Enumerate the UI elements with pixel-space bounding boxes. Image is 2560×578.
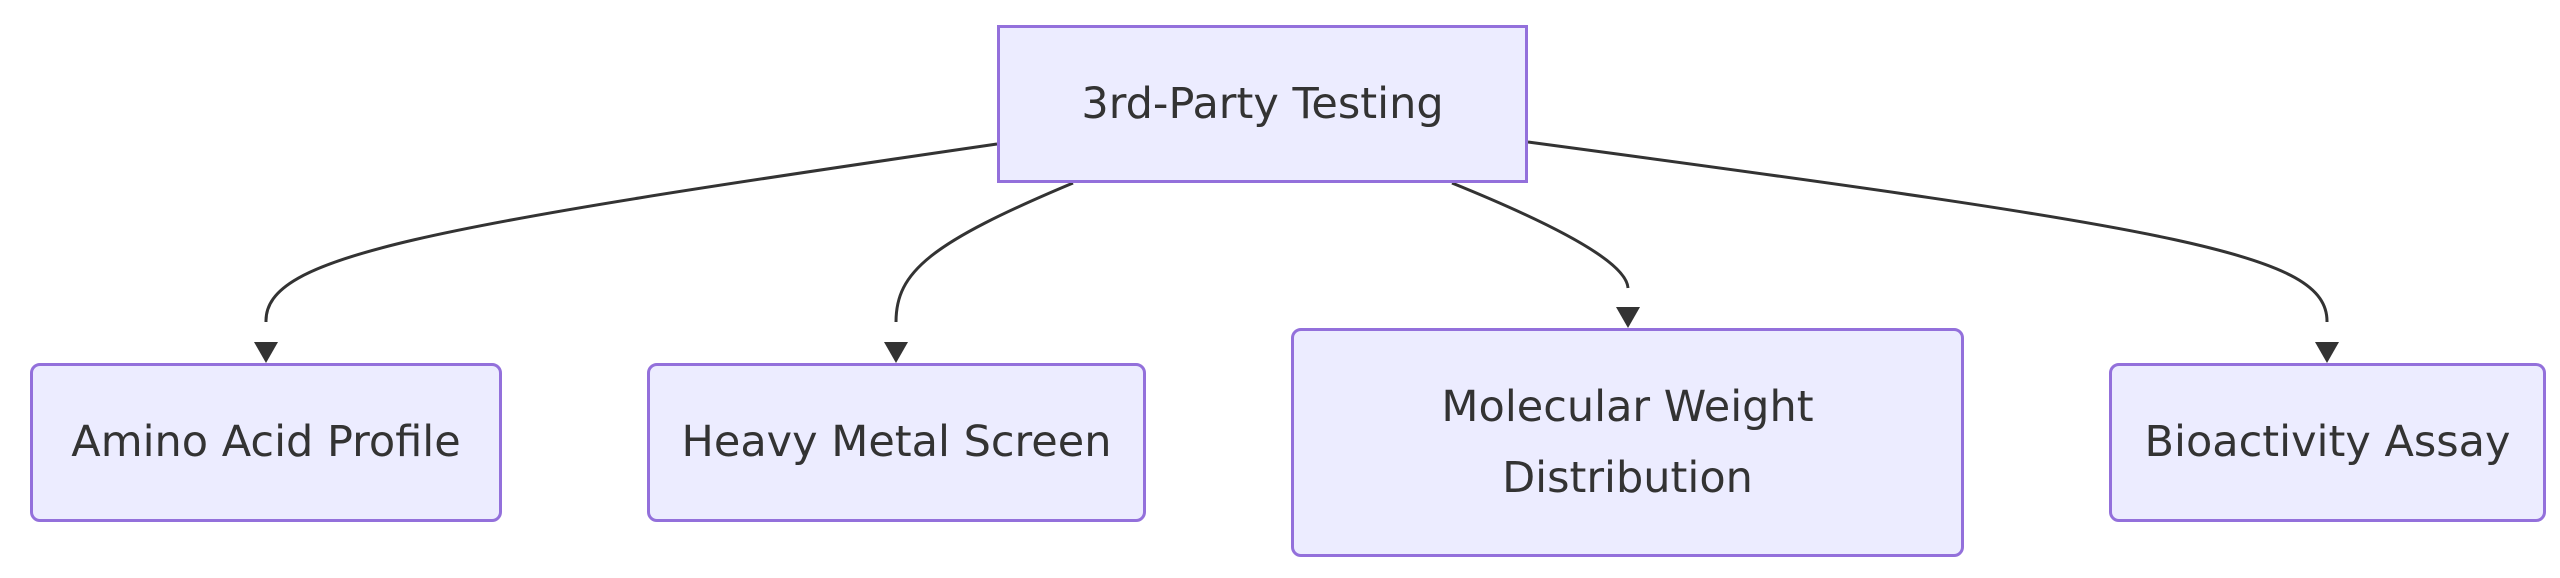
arrowhead-mw (1616, 307, 1640, 328)
edge-testing-to-amino-acid-profile (264, 142, 998, 323)
node-heavy-metal-screen: Heavy Metal Screen (647, 363, 1146, 522)
edge-testing-to-molecular-weight (1451, 181, 1630, 289)
node-label: Heavy Metal Screen (681, 417, 1112, 468)
node-amino-acid-profile: Amino Acid Profile (30, 363, 502, 522)
arrowhead-metal (884, 342, 908, 363)
node-bioactivity-assay: Bioactivity Assay (2109, 363, 2546, 522)
node-label: 3rd-Party Testing (1081, 78, 1444, 129)
arrowhead-bio (2315, 342, 2339, 363)
edge-testing-to-heavy-metal-screen (894, 181, 1074, 323)
edge-testing-to-bioactivity-assay (1527, 140, 2329, 323)
node-3rd-party-testing: 3rd-Party Testing (997, 25, 1528, 183)
arrowhead-amino (254, 342, 278, 363)
node-label: Amino Acid Profile (71, 417, 461, 468)
node-label: Bioactivity Assay (2144, 417, 2511, 468)
node-molecular-weight-distribution: Molecular Weight Distribution (1291, 328, 1964, 557)
node-label: Molecular Weight Distribution (1441, 381, 1814, 503)
